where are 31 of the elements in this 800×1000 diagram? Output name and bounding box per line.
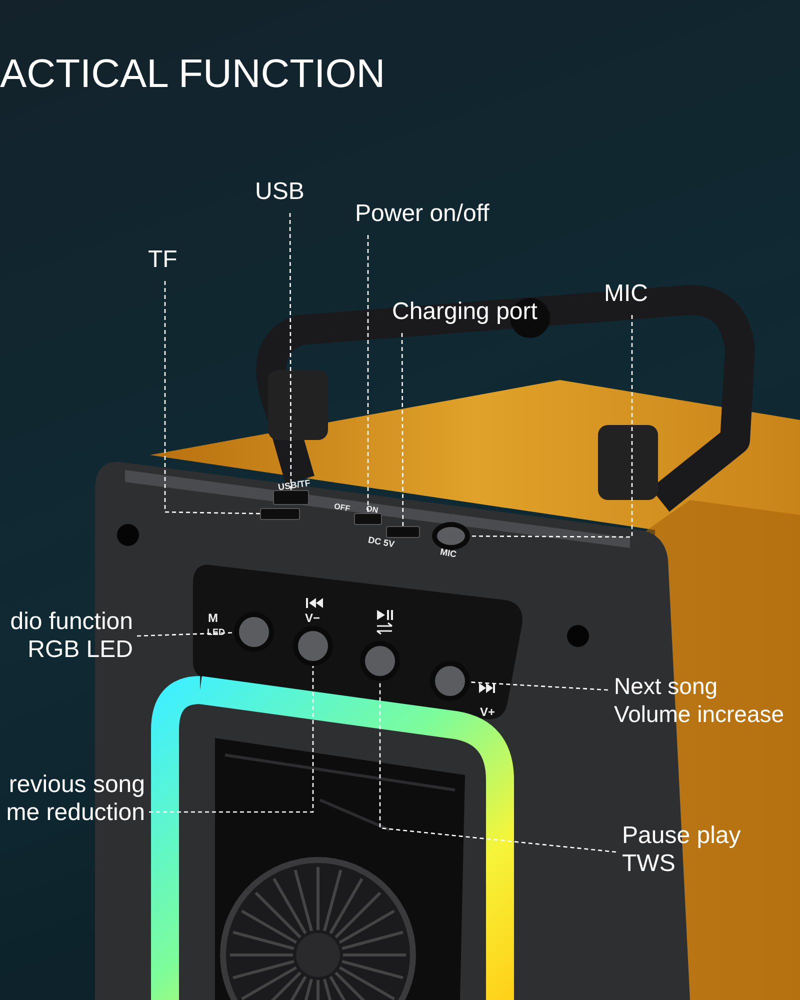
card-slot <box>260 508 300 520</box>
printed-marking: USB/TF <box>278 478 311 492</box>
callout-label: Power on/off <box>355 200 490 228</box>
printed-marking: MIC <box>439 548 458 560</box>
leader-line <box>149 666 314 813</box>
charging-port <box>386 526 420 538</box>
printed-marking: DC 5V <box>367 536 396 550</box>
printed-marking: V+ <box>480 706 496 718</box>
callout-label: revious song <box>8 771 145 799</box>
callout-label: Charging port <box>392 298 538 326</box>
leader-line <box>470 315 633 538</box>
leader-line <box>470 682 608 691</box>
callout-label: dio function <box>9 608 133 636</box>
leader-line <box>164 281 260 514</box>
callout-label: USB <box>255 178 306 206</box>
printed-marking: OFF <box>333 502 351 514</box>
callout-label: TF <box>148 246 178 274</box>
leader-line <box>367 235 369 513</box>
leader-line <box>379 681 616 853</box>
callout-label: MIC <box>604 280 649 308</box>
printed-marking: V− <box>305 612 320 624</box>
callout-label: me reduction <box>5 799 145 827</box>
usb-port <box>273 490 309 505</box>
leader-line <box>401 333 404 526</box>
callout-label: RGB LED <box>26 636 133 664</box>
power-switch <box>354 513 382 525</box>
printed-marking: M <box>208 612 218 624</box>
leader-line <box>289 213 292 490</box>
printed-marking: ON <box>365 505 379 515</box>
callout-label: TWS <box>622 850 676 878</box>
heading: ACTICAL FUNCTION <box>0 52 386 96</box>
